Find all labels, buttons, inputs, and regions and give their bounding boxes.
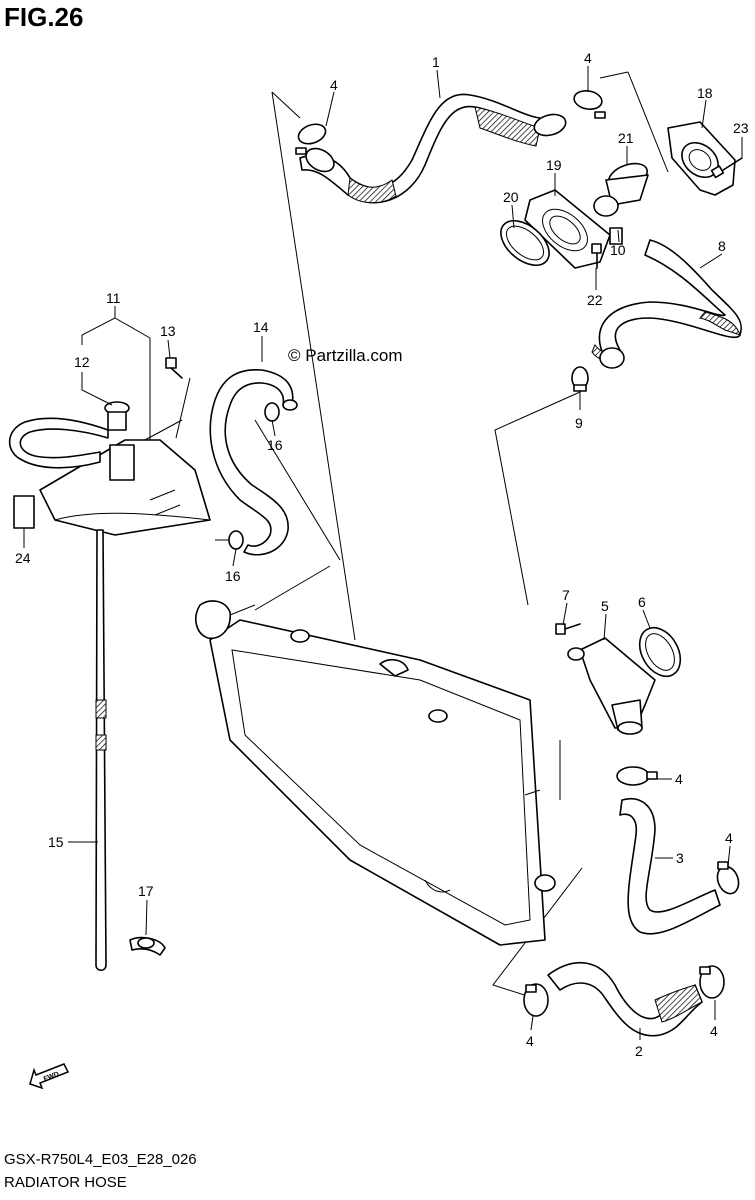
callout-16-upper: 16 bbox=[267, 437, 283, 453]
callout-4-lower-right: 4 bbox=[710, 1023, 718, 1039]
label-24 bbox=[13, 495, 35, 529]
callout-4-inlet: 4 bbox=[675, 771, 683, 787]
figure-title: FIG.26 bbox=[4, 2, 84, 32]
screw-22 bbox=[591, 243, 602, 269]
callout-9: 9 bbox=[575, 415, 583, 431]
callout-20: 20 bbox=[503, 189, 519, 205]
callout-6: 6 bbox=[638, 594, 646, 610]
hose-clamp-4f bbox=[699, 965, 725, 999]
callout-numbers: 1 4 4 18 23 21 19 20 8 10 22 9 11 12 13 … bbox=[15, 50, 749, 1059]
hose-clamp-17 bbox=[129, 936, 166, 956]
hose-3 bbox=[619, 798, 721, 935]
callout-4-lower-left: 4 bbox=[526, 1033, 534, 1049]
callout-19: 19 bbox=[546, 157, 562, 173]
bolt-13 bbox=[165, 357, 183, 379]
hose-8 bbox=[591, 239, 742, 369]
callout-1: 1 bbox=[432, 54, 440, 70]
callout-24: 24 bbox=[15, 550, 31, 566]
hose-clamp-4a bbox=[295, 123, 327, 155]
callout-leaders bbox=[23, 66, 743, 1040]
gasket-20 bbox=[500, 219, 550, 267]
callout-3: 3 bbox=[676, 850, 684, 866]
callout-5: 5 bbox=[601, 598, 609, 614]
callout-16-lower: 16 bbox=[225, 568, 241, 584]
callout-14: 14 bbox=[253, 319, 269, 335]
diagram-name: RADIATOR HOSE bbox=[4, 1174, 127, 1191]
hose-clamp-4c bbox=[616, 766, 658, 786]
water-inlet-5 bbox=[567, 637, 656, 735]
hose-2 bbox=[547, 961, 703, 1037]
reservoir-tank-11 bbox=[39, 439, 211, 536]
callout-2: 2 bbox=[635, 1043, 643, 1059]
overflow-hose bbox=[8, 417, 109, 469]
radiator bbox=[195, 600, 556, 946]
callout-4-top-right: 4 bbox=[584, 50, 592, 66]
callout-22: 22 bbox=[587, 292, 603, 308]
fwd-arrow-icon: FWD bbox=[29, 1063, 70, 1090]
hose-clamp-16b bbox=[215, 530, 244, 550]
long-hose-15 bbox=[95, 529, 107, 972]
callout-10: 10 bbox=[610, 242, 626, 258]
hose-clamp-4e bbox=[523, 983, 549, 1017]
thermostat-cap-18 bbox=[667, 121, 736, 196]
diagram-code: GSX-R750L4_E03_E28_026 bbox=[4, 1151, 197, 1168]
callout-23: 23 bbox=[733, 120, 749, 136]
callout-7: 7 bbox=[562, 587, 570, 603]
thermostat-21 bbox=[593, 162, 649, 217]
callout-17: 17 bbox=[138, 883, 154, 899]
bolt-7 bbox=[555, 623, 581, 635]
callout-12: 12 bbox=[74, 354, 90, 370]
hose-clamp-16a bbox=[264, 402, 280, 422]
callout-21: 21 bbox=[618, 130, 634, 146]
gasket-6 bbox=[638, 626, 682, 678]
callout-4-top-left: 4 bbox=[330, 77, 338, 93]
assembly-boundary-lines bbox=[144, 71, 669, 1001]
hose-14 bbox=[209, 369, 298, 556]
hose-clamp-9 bbox=[571, 366, 589, 392]
callout-4-hose3: 4 bbox=[725, 830, 733, 846]
callout-18: 18 bbox=[697, 85, 713, 101]
callout-11: 11 bbox=[106, 290, 121, 306]
reservoir-cap-12 bbox=[104, 401, 130, 431]
callout-15: 15 bbox=[48, 834, 64, 850]
screw-23 bbox=[710, 157, 743, 179]
callout-13: 13 bbox=[160, 323, 176, 339]
callout-8: 8 bbox=[718, 238, 726, 254]
watermark: © Partzilla.com bbox=[288, 346, 403, 365]
upper-hose-1 bbox=[299, 93, 567, 204]
hose-clamp-4b bbox=[573, 90, 606, 119]
hose-clamp-4d bbox=[716, 861, 740, 895]
